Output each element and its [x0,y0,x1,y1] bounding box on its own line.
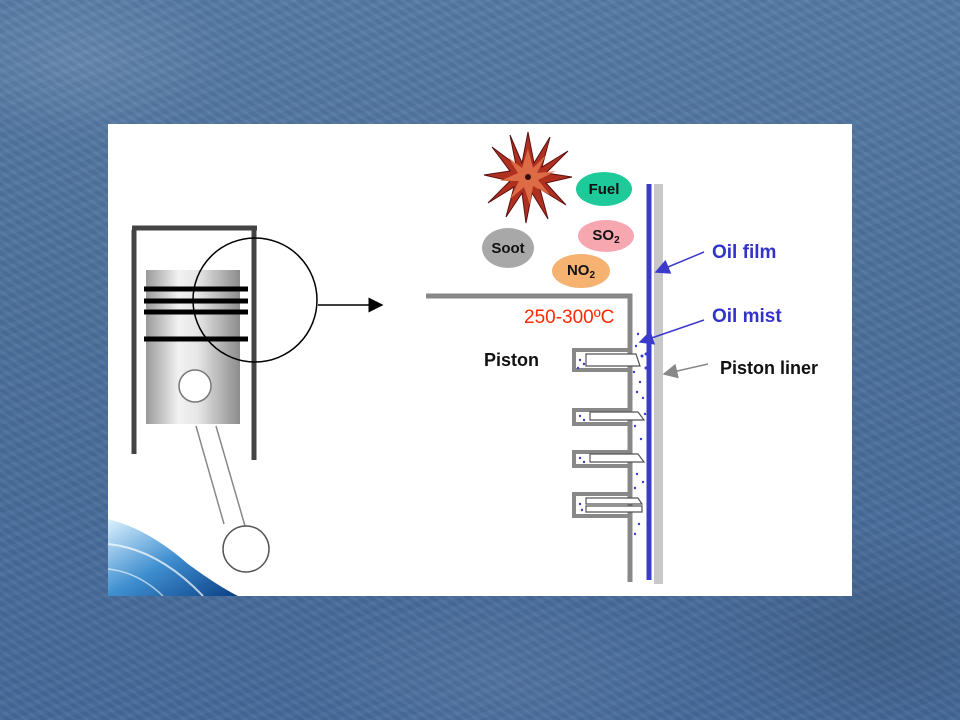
soot-label: Soot [491,239,525,257]
piston-liner-bar [654,184,663,584]
oil-mist-label: Oil mist [712,306,782,327]
soot-bubble: Soot [482,228,534,268]
piston-liner-label: Piston liner [720,358,819,378]
explosion-icon [483,131,573,224]
oil-film-arrow-icon [654,251,705,274]
fuel-bubble: Fuel [576,172,632,206]
piston-liner-arrow-icon [662,363,709,379]
fuel-label: Fuel [588,180,620,198]
oil-mist-dots [576,332,648,536]
piston-pin [178,369,212,403]
globe-decoration [108,519,238,596]
diagram-svg [108,131,709,596]
crank-circle [222,525,270,573]
cylinder-sketch [131,225,318,573]
diagram-panel: Fuel SO2 Soot NO2 250-300ºC Piston Oil f… [108,124,852,596]
temperature-label: 250-300ºC [524,307,615,328]
no2-bubble: NO2 [552,254,610,288]
so2-bubble: SO2 [578,220,634,252]
oil-mist-arrow-icon [638,319,705,345]
piston-crown-outline [426,293,646,582]
so2-label: SO2 [592,226,620,246]
oil-film-label: Oil film [712,242,777,263]
piston-label: Piston [484,350,540,370]
no2-label: NO2 [566,261,596,281]
zoom-circle [192,237,318,363]
